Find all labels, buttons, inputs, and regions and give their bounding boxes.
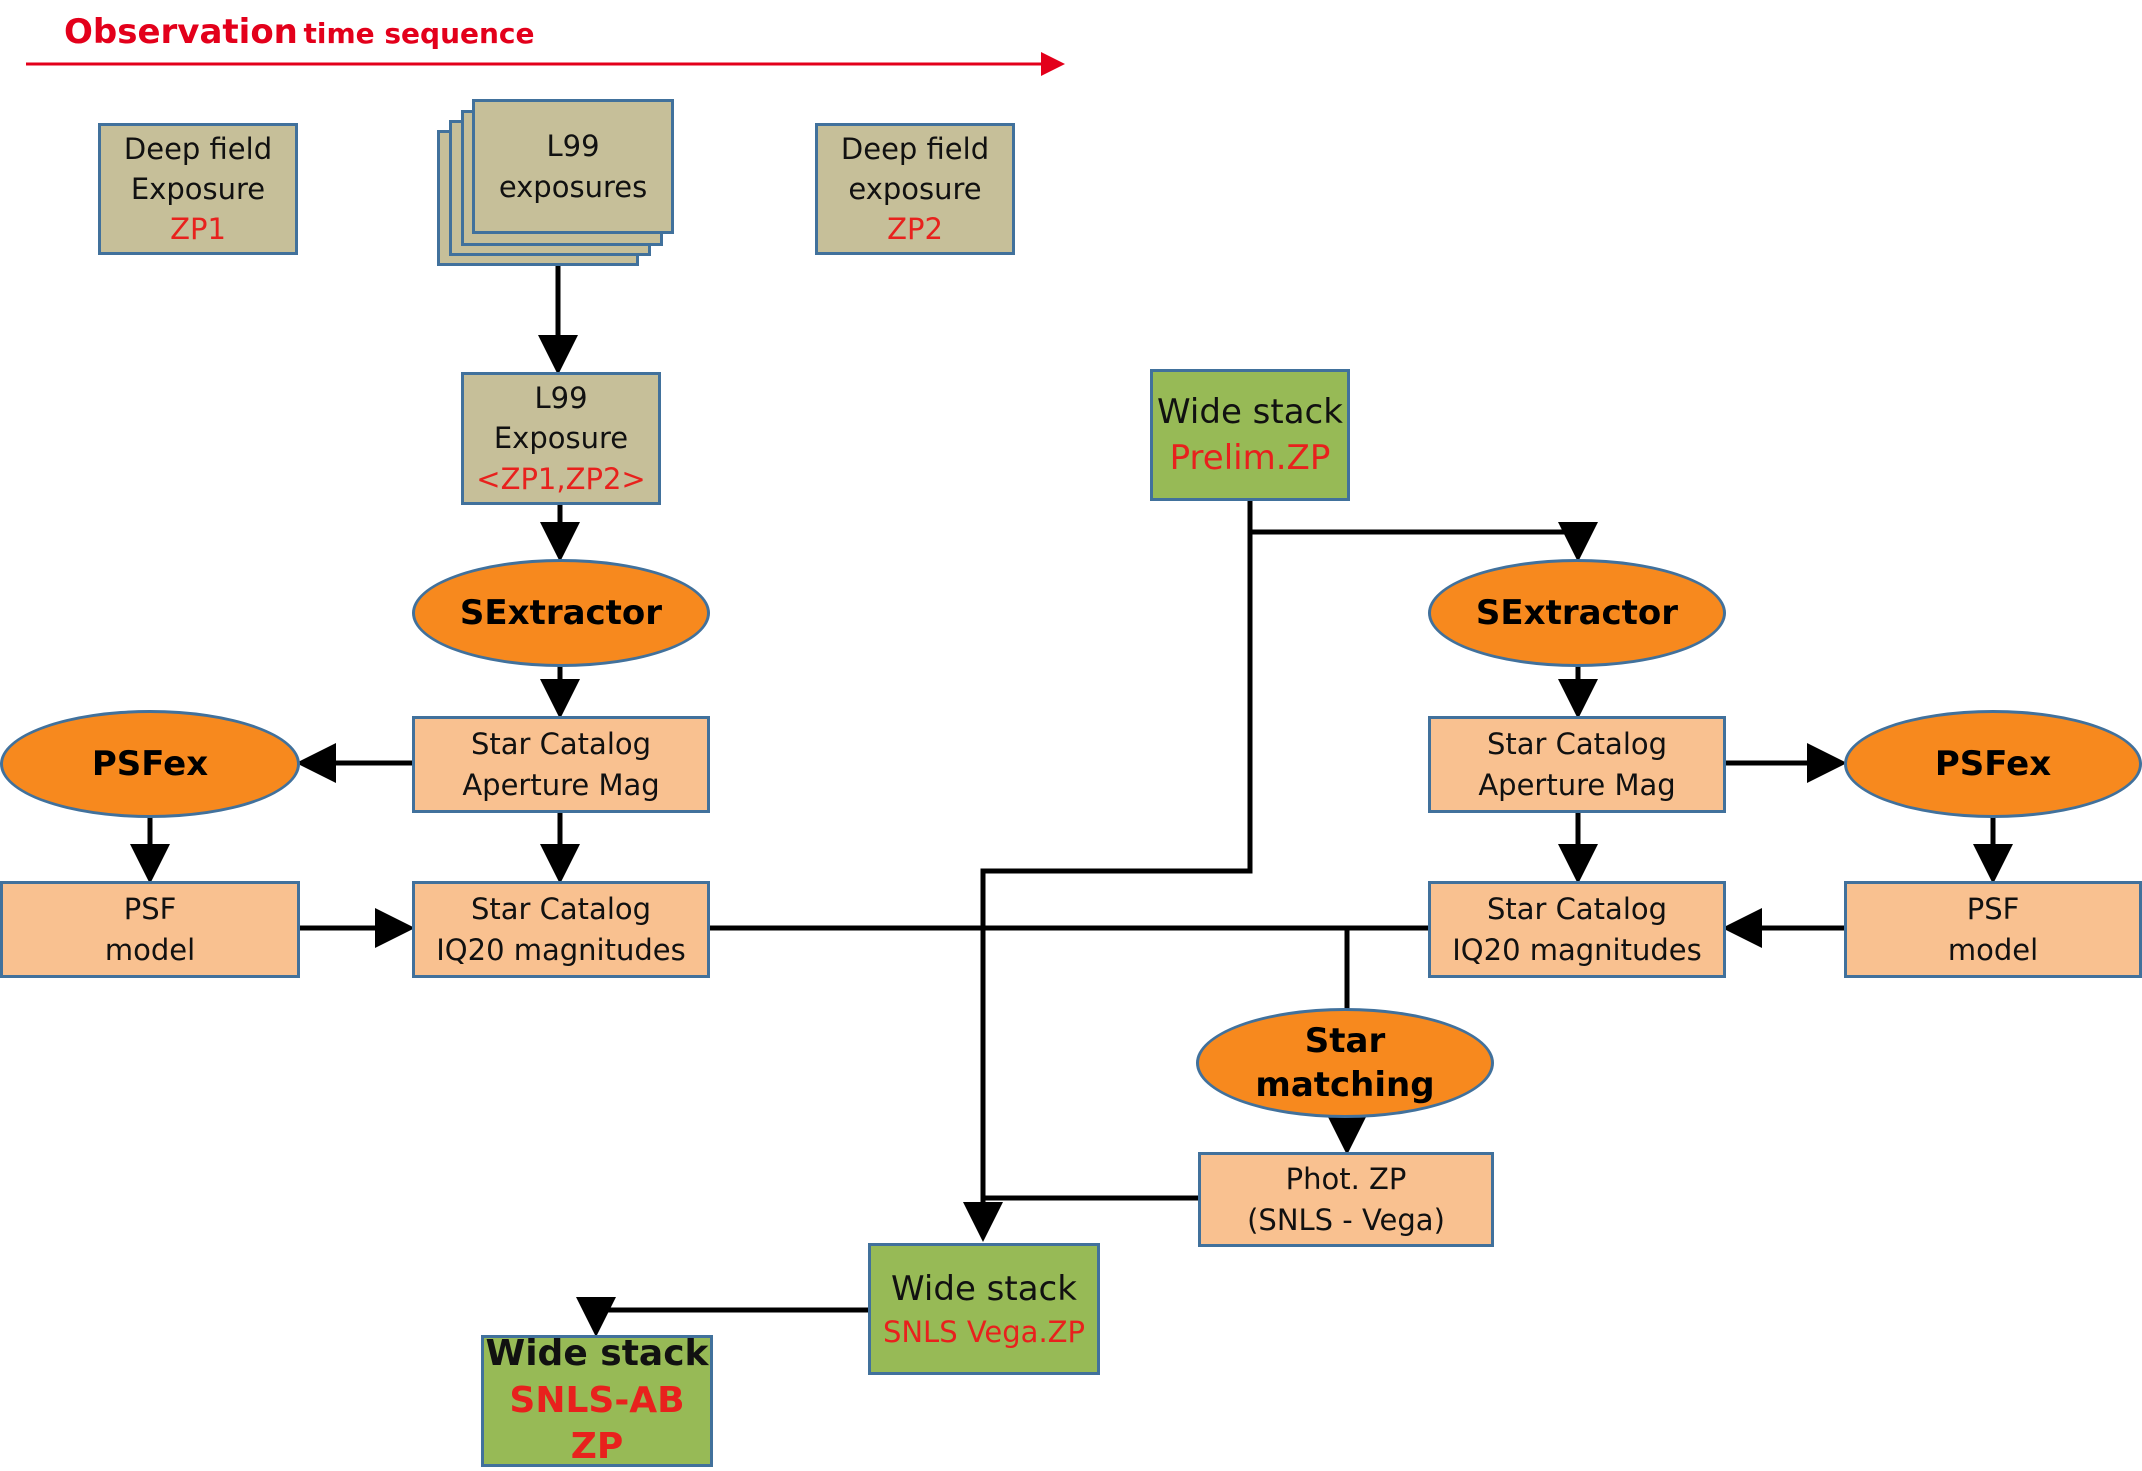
node-line1: Star Catalog — [1486, 892, 1668, 927]
node-line1: L99 — [546, 129, 600, 164]
node-line2: Aperture Mag — [1478, 767, 1676, 802]
star-catalog-iq20-right: Star Catalog IQ20 magnitudes — [1428, 881, 1726, 978]
node-line1: Deep field — [123, 131, 273, 166]
edge-vega-stack-to-ab-stack — [576, 1297, 868, 1337]
node-line1: Wide stack — [1157, 391, 1343, 432]
wide-stack-snls-vega-zp: Wide stack SNLS Vega.ZP — [868, 1243, 1100, 1375]
wide-stack-prelim-zp: Wide stack Prelim.ZP — [1150, 369, 1350, 501]
node-zp: SNLS-AB ZP — [509, 1379, 685, 1468]
node-line2: model — [1947, 932, 2039, 967]
psf-model-right: PSF model — [1844, 881, 2142, 978]
psf-model-left: PSF model — [0, 881, 300, 978]
node-line1: Star — [1304, 1020, 1386, 1061]
node-line1: PSF — [1966, 892, 2020, 927]
node-zp: <ZP1,ZP2> — [476, 461, 646, 496]
node-line2: exposures — [498, 169, 648, 204]
edge-prelim-to-wide-stack-vega — [963, 500, 1253, 1242]
node-line1: Wide stack — [485, 1332, 709, 1374]
node-line1: Star Catalog — [470, 892, 652, 927]
node-zp: ZP1 — [170, 212, 226, 246]
node-line1: PSF — [123, 892, 177, 927]
node-line2: IQ20 magnitudes — [1452, 932, 1702, 967]
node-line1: Star Catalog — [1486, 727, 1668, 762]
node-line1: Deep field — [840, 131, 990, 166]
time-sequence-title: Observation time sequence — [64, 12, 535, 52]
star-catalog-iq20-left: Star Catalog IQ20 magnitudes — [412, 881, 710, 978]
edge-prelim-to-sextractor-right — [1247, 500, 1598, 562]
wide-stack-snls-ab-zp: Wide stack SNLS-AB ZP — [481, 1333, 713, 1467]
node-zp: ZP2 — [887, 212, 943, 246]
title-sub: time sequence — [303, 17, 535, 50]
node-line1: Star Catalog — [470, 727, 652, 762]
node-line1: Wide stack — [891, 1268, 1077, 1309]
node-line2: matching — [1255, 1065, 1435, 1105]
psfex-left: PSFex — [0, 710, 300, 818]
node-line2: (SNLS - Vega) — [1247, 1202, 1445, 1237]
node-line1: Phot. ZP — [1285, 1162, 1407, 1197]
deep-field-exposure-zp1: Deep field Exposure ZP1 — [98, 123, 298, 255]
node-zp: Prelim.ZP — [1169, 438, 1331, 478]
phot-zp: Phot. ZP (SNLS - Vega) — [1198, 1152, 1494, 1247]
node-line2: model — [104, 932, 196, 967]
deep-field-exposure-zp2: Deep field exposure ZP2 — [815, 123, 1015, 255]
node-zp: SNLS Vega.ZP — [882, 1315, 1086, 1350]
node-line2: Aperture Mag — [462, 767, 660, 802]
sextractor-left: SExtractor — [412, 559, 710, 667]
node-line2: IQ20 magnitudes — [436, 932, 686, 967]
star-catalog-aperture-right: Star Catalog Aperture Mag — [1428, 716, 1726, 813]
title-main: Observation — [64, 12, 298, 52]
l99-exposures: L99 exposures — [472, 99, 674, 234]
psfex-right: PSFex — [1844, 710, 2142, 818]
l99-exposure-combined: L99 Exposure <ZP1,ZP2> — [461, 372, 661, 505]
node-line2: exposure — [848, 171, 982, 206]
star-matching: Star matching — [1196, 1008, 1494, 1118]
node-line2: Exposure — [130, 171, 266, 206]
star-catalog-aperture-left: Star Catalog Aperture Mag — [412, 716, 710, 813]
sextractor-right: SExtractor — [1428, 559, 1726, 667]
node-line1: L99 — [534, 381, 588, 416]
node-line2: Exposure — [493, 421, 629, 456]
